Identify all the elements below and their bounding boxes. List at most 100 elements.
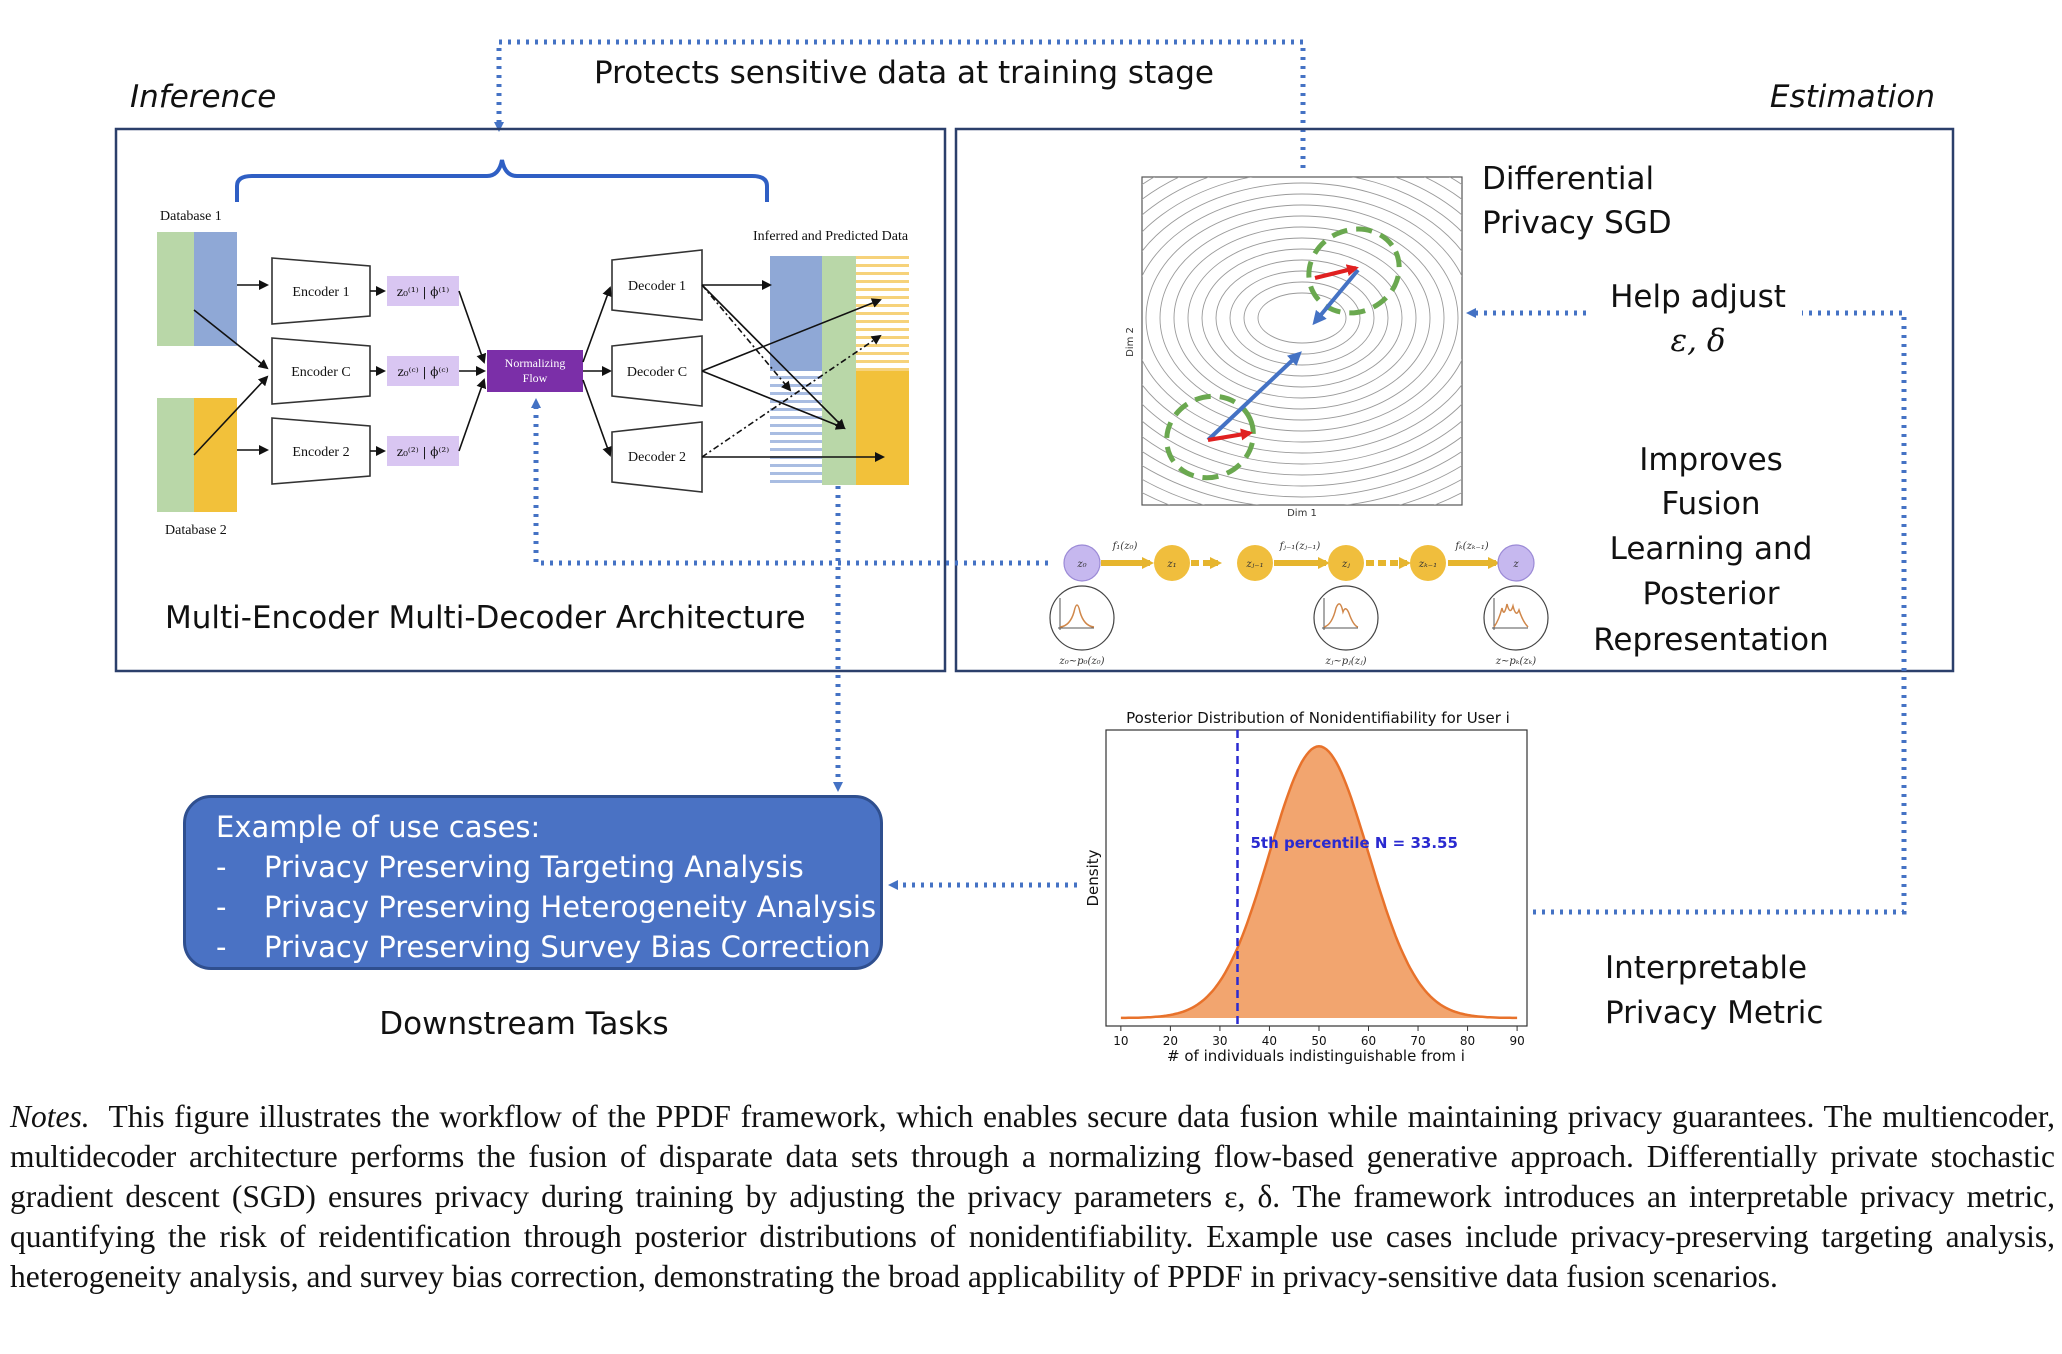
posterior-chart: Posterior Distribution of Nonidentifiabi… bbox=[1084, 709, 1528, 1065]
use-case-item: -Privacy Preserving Targeting Analysis bbox=[216, 850, 804, 884]
contour-line bbox=[1201, 248, 1403, 388]
encoder-1: Encoder 1 bbox=[271, 257, 371, 325]
decoder-2: Decoder 2 bbox=[611, 421, 703, 493]
svg-text:Representation: Representation bbox=[1593, 622, 1828, 658]
svg-text:zⱼ~pⱼ(zⱼ): zⱼ~pⱼ(zⱼ) bbox=[1324, 656, 1366, 667]
output-yellow bbox=[856, 371, 909, 485]
database1-green bbox=[157, 232, 194, 346]
svg-text:Decoder C: Decoder C bbox=[627, 365, 687, 380]
svg-text:Encoder C: Encoder C bbox=[291, 365, 350, 380]
density-line bbox=[1120, 745, 1518, 1020]
x-tick-label: 90 bbox=[1509, 1034, 1524, 1048]
latent-2: z₀⁽²⁾ | ϕ⁽²⁾ bbox=[387, 436, 459, 466]
noise-ball-lower bbox=[1164, 393, 1256, 481]
dpsgd-label-1: Differential bbox=[1482, 161, 1654, 197]
noise-vector-upper bbox=[1314, 264, 1359, 280]
svg-text:z~pₖ(zₖ): z~pₖ(zₖ) bbox=[1495, 656, 1537, 667]
x-tick-label: 40 bbox=[1262, 1034, 1277, 1048]
svg-text:z: z bbox=[1512, 559, 1519, 570]
svg-text:Normalizing: Normalizing bbox=[505, 356, 566, 370]
flow-chain: z₀ z₁ zⱼ₋₁ zⱼ zₖ₋₁ z f₁(z₀) fⱼ₋₁(zⱼ₋₁) f… bbox=[1049, 541, 1549, 667]
output-yellow-striped bbox=[856, 256, 909, 371]
flow-node-zj-1 bbox=[1237, 545, 1273, 581]
contour-line bbox=[1159, 215, 1445, 421]
downstream-label: Downstream Tasks bbox=[379, 1006, 668, 1042]
chart-title: Posterior Distribution of Nonidentifiabi… bbox=[1126, 709, 1510, 727]
chart-ylabel: Density bbox=[1084, 849, 1102, 906]
help-adjust-label: Help adjust bbox=[1610, 279, 1786, 315]
contour-line bbox=[1145, 204, 1459, 432]
noise-ball-upper bbox=[1306, 226, 1402, 316]
notes-text: This figure illustrates the workflow of … bbox=[10, 1099, 2055, 1294]
svg-text:z₀⁽¹⁾ | ϕ⁽¹⁾: z₀⁽¹⁾ | ϕ⁽¹⁾ bbox=[397, 285, 449, 299]
flow-node-zk-1 bbox=[1410, 545, 1446, 581]
svg-text:Improves: Improves bbox=[1639, 442, 1783, 478]
svg-text:z₁: z₁ bbox=[1166, 559, 1176, 570]
latent-1: z₀⁽¹⁾ | ϕ⁽¹⁾ bbox=[387, 276, 459, 306]
svg-text:zⱼ: zⱼ bbox=[1341, 559, 1350, 570]
svg-text:fₖ(zₖ₋₁): fₖ(zₖ₋₁) bbox=[1454, 541, 1488, 552]
contour-line bbox=[1142, 177, 1462, 487]
notes-lead: Notes. bbox=[10, 1099, 90, 1134]
output-green bbox=[822, 256, 856, 485]
contour-xlabel: Dim 1 bbox=[1287, 508, 1317, 519]
encoder-latent-arrows bbox=[370, 286, 386, 456]
dpsgd-contour-plot: Dim 1 Dim 2 bbox=[1125, 176, 1463, 519]
protect-arrow bbox=[494, 39, 1306, 168]
svg-text:z₀: z₀ bbox=[1076, 559, 1086, 570]
figure-notes: Notes. This figure illustrates the workf… bbox=[10, 1097, 2055, 1297]
svg-text:Flow: Flow bbox=[523, 371, 548, 385]
privacy-params: ε, δ bbox=[1670, 323, 1725, 359]
metric-feedback-line bbox=[1533, 310, 1907, 915]
svg-text:zₖ₋₁: zₖ₋₁ bbox=[1418, 559, 1437, 570]
svg-text:Fusion: Fusion bbox=[1661, 486, 1760, 522]
contour-line bbox=[1229, 270, 1375, 366]
svg-text:z₀⁽ᶜ⁾ | ϕ⁽ᶜ⁾: z₀⁽ᶜ⁾ | ϕ⁽ᶜ⁾ bbox=[397, 365, 448, 379]
noise-vector-lower bbox=[1207, 428, 1253, 442]
estimation-heading: Estimation bbox=[1770, 79, 1935, 115]
contour-line bbox=[1243, 281, 1361, 355]
contour-line bbox=[1215, 259, 1389, 377]
db-encoder-arrows bbox=[193, 280, 269, 456]
latent-c: z₀⁽ᶜ⁾ | ϕ⁽ᶜ⁾ bbox=[387, 356, 459, 386]
flow-node-z0 bbox=[1063, 544, 1101, 582]
use-case-item: -Privacy Preserving Heterogeneity Analys… bbox=[216, 890, 877, 924]
x-tick-label: 50 bbox=[1311, 1034, 1326, 1048]
decoder-output-arrows bbox=[701, 280, 885, 462]
contour-line bbox=[1142, 177, 1462, 465]
use-cases-title: Example of use cases: bbox=[216, 810, 541, 844]
metric-label-2: Privacy Metric bbox=[1605, 995, 1823, 1031]
database1-blue bbox=[194, 232, 237, 346]
percentile-label: 5th percentile N = 33.55 bbox=[1251, 834, 1458, 852]
x-tick-label: 80 bbox=[1460, 1034, 1475, 1048]
use-cases-box: Example of use cases: -Privacy Preservin… bbox=[183, 795, 883, 970]
database2-green bbox=[157, 398, 194, 512]
svg-text:Encoder 2: Encoder 2 bbox=[292, 445, 349, 460]
contour-line bbox=[1142, 193, 1462, 443]
protect-label: Protects sensitive data at training stag… bbox=[594, 55, 1214, 91]
svg-text:zⱼ₋₁: zⱼ₋₁ bbox=[1245, 559, 1263, 570]
flow-decoder-arrows bbox=[582, 286, 612, 457]
architecture-label: Multi-Encoder Multi-Decoder Architecture bbox=[165, 600, 806, 636]
chart-xlabel: # of individuals indistinguishable from … bbox=[1167, 1047, 1465, 1065]
database1-label: Database 1 bbox=[160, 209, 222, 224]
svg-text:Learning and: Learning and bbox=[1610, 531, 1813, 567]
normalizing-flow-box: Normalizing Flow bbox=[487, 350, 583, 392]
latent-flow-arrows bbox=[458, 290, 487, 452]
x-tick-label: 70 bbox=[1410, 1034, 1425, 1048]
dpsgd-label-2: Privacy SGD bbox=[1482, 205, 1672, 241]
svg-text:Decoder 2: Decoder 2 bbox=[628, 450, 686, 465]
density-area bbox=[1120, 746, 1518, 1018]
contour-line bbox=[1142, 177, 1462, 476]
contour-line bbox=[1142, 177, 1462, 498]
contour-ylabel: Dim 2 bbox=[1125, 327, 1136, 357]
contour-line bbox=[1173, 226, 1431, 410]
flow-node-zj bbox=[1328, 545, 1364, 581]
encoder-c: Encoder C bbox=[271, 337, 371, 405]
svg-text:Posterior: Posterior bbox=[1642, 576, 1779, 612]
inference-panel bbox=[114, 127, 947, 673]
decoder-c: Decoder C bbox=[611, 335, 703, 407]
x-tick-label: 30 bbox=[1212, 1034, 1227, 1048]
